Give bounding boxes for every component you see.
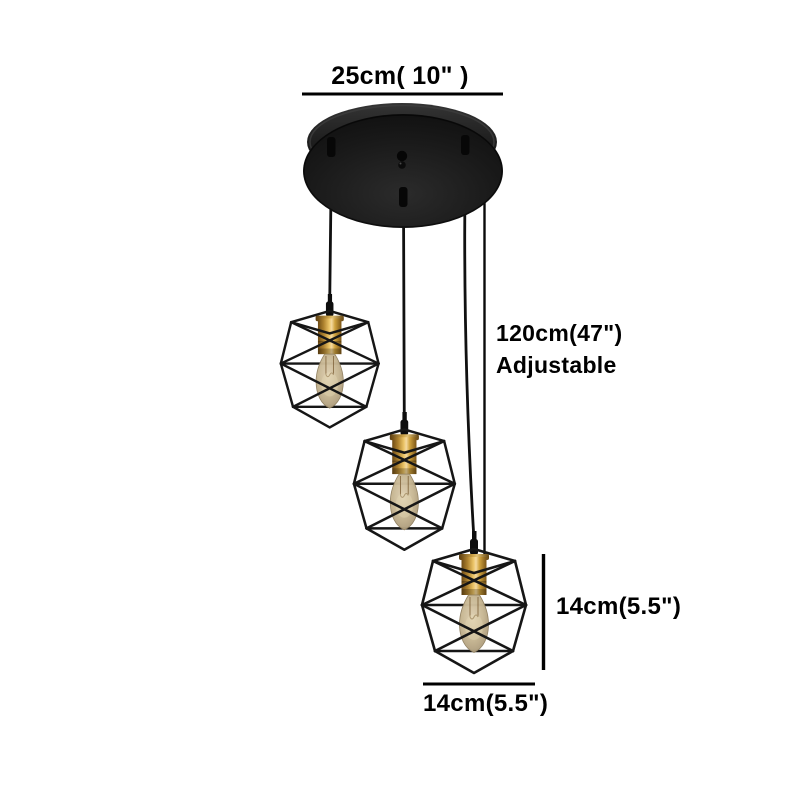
canopy-cord-grip [327,137,336,157]
pendant-wire-2 [402,198,406,423]
canopy-width-label: 25cm( 10" ) [331,62,469,90]
shade-width-label: 14cm(5.5") [423,690,549,717]
canopy-cord-grip [461,135,470,155]
pendant-lamp-2 [352,410,457,552]
ceiling-canopy [303,103,503,228]
shade-height-label: 14cm(5.5") [556,593,682,620]
pendant-lamp-3 [420,529,528,675]
canopy-cord-grip [399,187,408,207]
canopy-mount-knob [396,150,408,169]
cord-length-label: 120cm(47") [496,320,623,346]
pendant-lamp-1 [279,292,380,429]
cord-note-label: Adjustable [496,352,617,378]
